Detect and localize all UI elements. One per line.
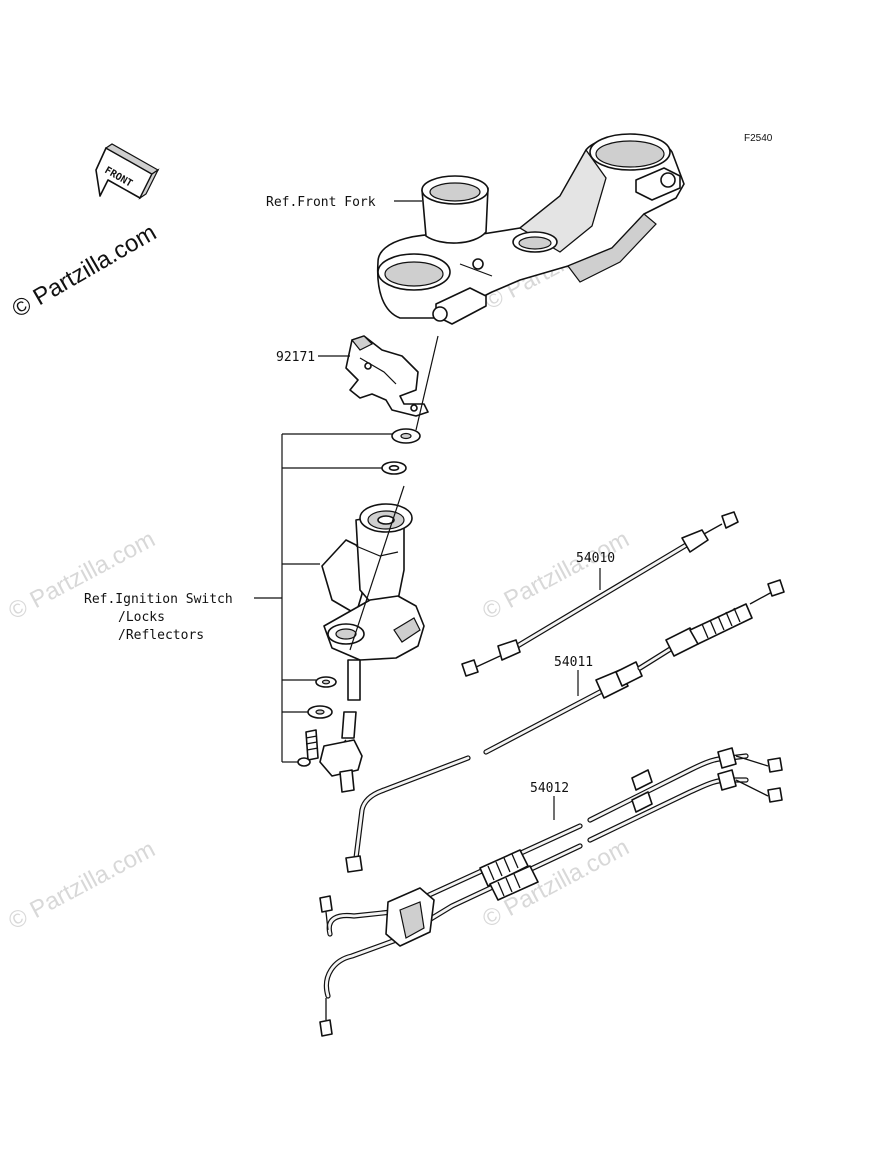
label-54012: 54012 — [530, 781, 569, 796]
upper-triple-clamp — [376, 133, 685, 325]
bolt-axis-line — [415, 335, 439, 431]
label-ignition-line1: Ref.Ignition Switch — [84, 592, 233, 607]
label-ignition-line3: /Reflectors — [118, 628, 204, 643]
watermark-main: © Partzilla.com — [8, 219, 162, 323]
ignition-switch — [321, 485, 425, 661]
washer-small-1 — [315, 676, 337, 688]
label-bracket: 92171 — [276, 350, 315, 365]
washer-upper — [391, 428, 421, 444]
cable-54011 — [345, 579, 785, 873]
label-54010: 54010 — [576, 551, 615, 566]
watermarks: © Partzilla.com © Partzilla.com © Partzi… — [4, 216, 635, 936]
cable-54012 — [319, 747, 783, 1037]
washer-lower — [381, 461, 407, 475]
front-arrow-icon: FRONT — [95, 143, 160, 200]
ignition-wire — [319, 659, 363, 793]
label-ignition-line2: /Locks — [118, 610, 165, 625]
screw — [297, 729, 319, 767]
figure-code: F2540 — [744, 133, 773, 144]
watermark-mid-1: © Partzilla.com — [478, 526, 633, 626]
label-front-fork: Ref.Front Fork — [266, 195, 376, 210]
washer-small-2 — [307, 705, 333, 719]
cable-54010 — [461, 511, 739, 677]
ignition-bracket-lines — [254, 433, 392, 763]
label-54011: 54011 — [554, 655, 593, 670]
bracket-92171 — [345, 335, 429, 417]
watermark-left-2: © Partzilla.com — [4, 836, 159, 936]
